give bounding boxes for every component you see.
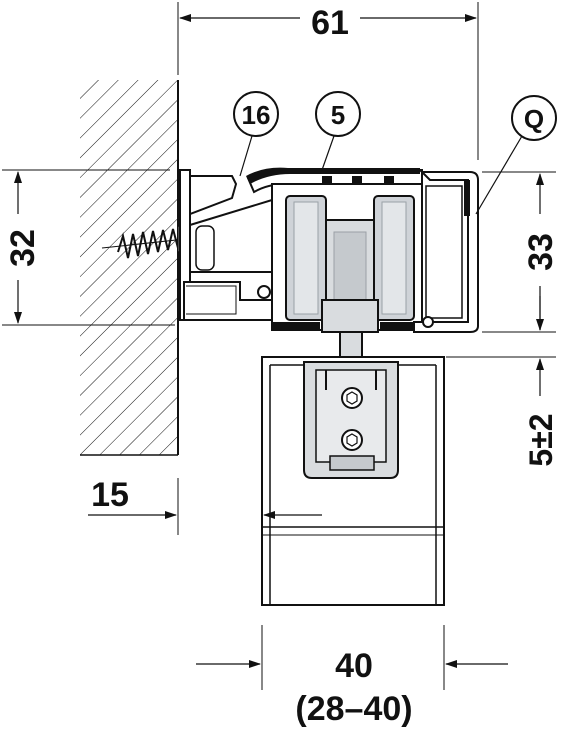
- dim-33-label: 33: [522, 233, 560, 271]
- callout-5-label: 5: [331, 100, 345, 130]
- callout-16: 16: [233, 91, 279, 177]
- dimension-door-gap: 5±2: [446, 296, 559, 467]
- dimension-overall-width: 61: [177, 2, 479, 160]
- dimension-door-thickness: 40 (28–40): [196, 625, 508, 728]
- callout-16-label: 16: [242, 100, 271, 130]
- wall-mount-profile: [179, 169, 273, 321]
- dimension-wall-profile-height: 32: [2, 169, 175, 326]
- dim-5pm2-label: 5±2: [523, 413, 559, 466]
- roller-carriage: [285, 195, 415, 363]
- dim-61-label: 61: [311, 4, 349, 42]
- dim-40-label: 40: [335, 647, 373, 685]
- dim-28-40-label: (28–40): [295, 690, 412, 728]
- wall: [80, 80, 179, 456]
- dimension-front-profile-height: 33: [482, 171, 560, 333]
- dimension-wall-offset: 15: [88, 476, 322, 535]
- callout-q: Q: [475, 95, 557, 215]
- front-cover-profile: [413, 171, 479, 333]
- callout-5: 5: [315, 91, 361, 171]
- door-bracket: [303, 361, 399, 479]
- dim-32-label: 32: [4, 229, 42, 267]
- callout-q-label: Q: [524, 104, 544, 134]
- dim-15-label: 15: [91, 476, 129, 514]
